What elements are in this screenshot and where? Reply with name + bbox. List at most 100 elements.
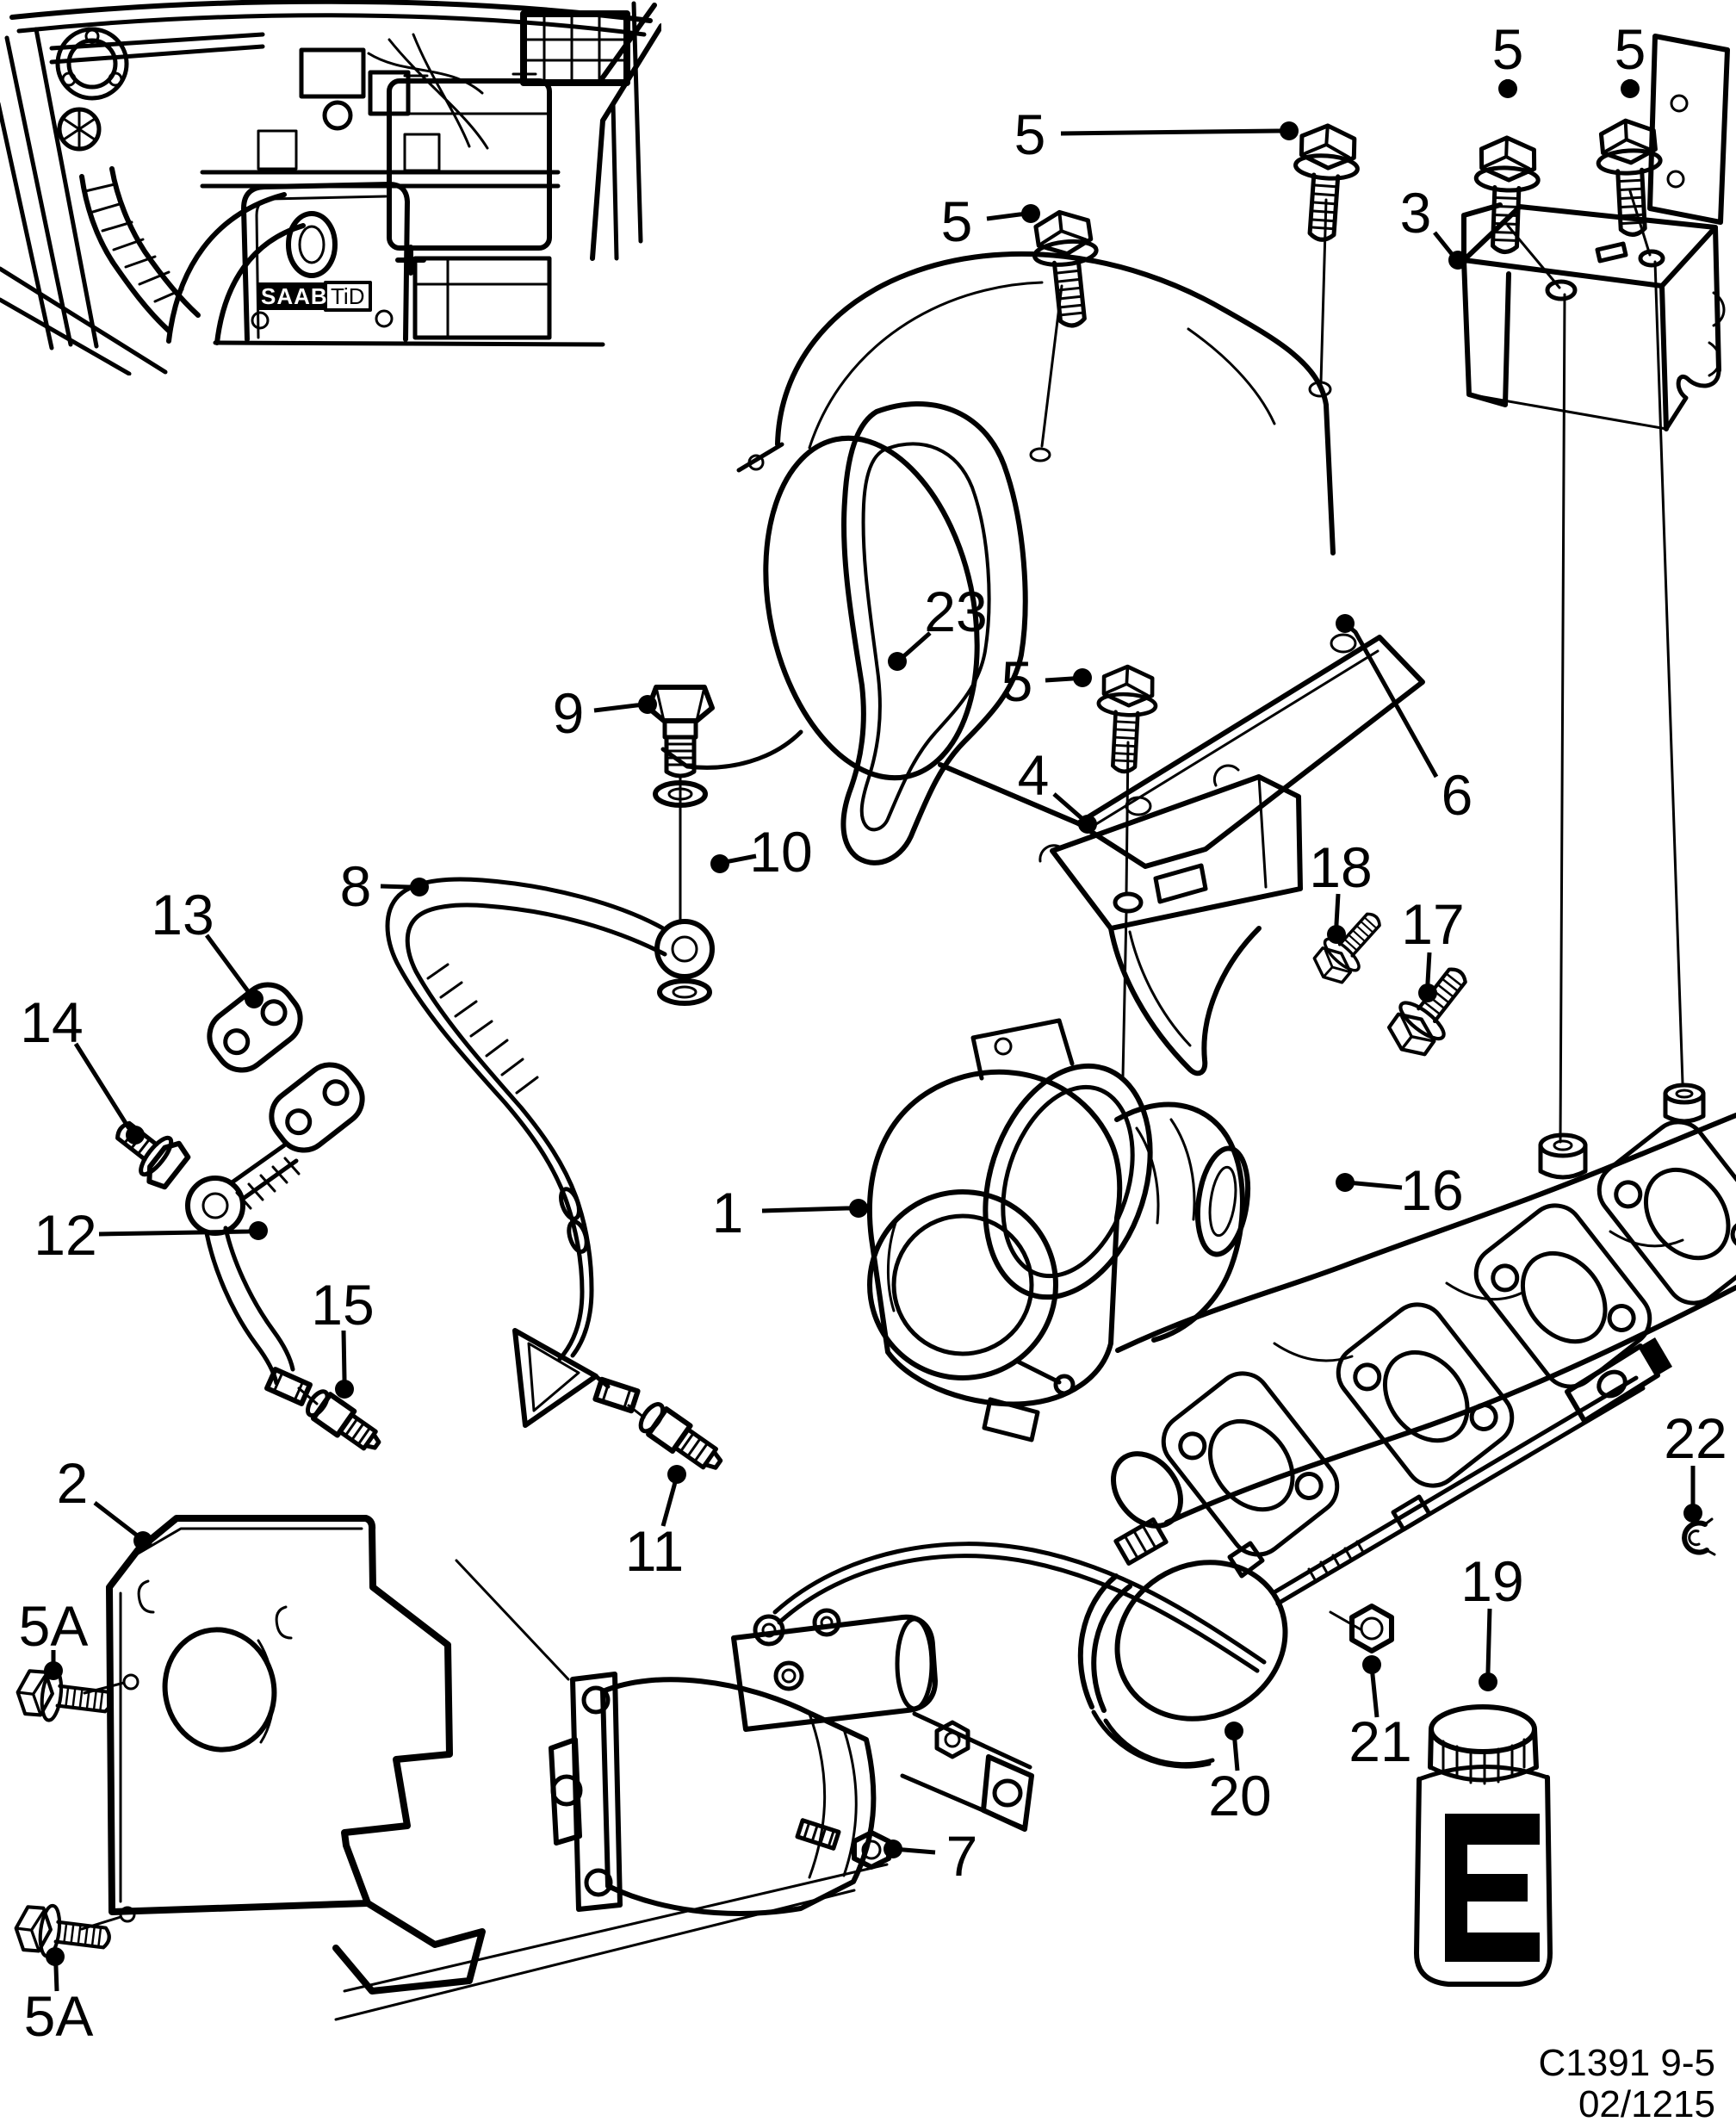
callout-part-21-nut: 21 xyxy=(1348,1655,1412,1773)
callout-part-10-washers: 10 xyxy=(710,820,813,884)
callout-dot xyxy=(410,878,429,896)
callout-part-5a-bolt-top: 5A xyxy=(19,1594,88,1680)
callout-number-8: 8 xyxy=(340,854,372,918)
callout-dot xyxy=(335,1380,354,1399)
callout-number-1: 1 xyxy=(712,1181,744,1244)
badge-brand-text: SAAB xyxy=(261,283,328,309)
callout-number-21: 21 xyxy=(1348,1709,1411,1773)
assembly-guide-lines xyxy=(80,189,1684,2021)
callout-part-17-bolt: 17 xyxy=(1401,892,1465,1002)
callout-dot xyxy=(1336,614,1355,633)
callout-number-5: 5 xyxy=(1001,649,1033,713)
callout-number-15: 15 xyxy=(311,1273,374,1337)
callout-number-3: 3 xyxy=(1400,181,1432,245)
callout-dot xyxy=(126,1126,145,1145)
drawing-code: C1391 9-5 xyxy=(1539,2042,1715,2084)
callout-part-5a-bolt-bottom: 5A xyxy=(24,1947,94,2048)
callout-number-11: 11 xyxy=(625,1519,685,1583)
oil-feed-pipe-8 xyxy=(385,877,715,1428)
callout-part-5-bolt-a: 5 xyxy=(1014,102,1299,166)
callout-dot xyxy=(1362,1655,1381,1674)
callout-dot xyxy=(1498,79,1517,98)
callout-dot xyxy=(1078,815,1097,834)
callout-dot xyxy=(884,1840,902,1858)
callout-part-5-bolt-e: 5 xyxy=(1001,649,1092,713)
canister-19 xyxy=(1414,1704,1553,1987)
callout-part-5-bolt-b: 5 xyxy=(941,189,1040,253)
washers-10 xyxy=(653,780,712,1006)
callout-part-18-bolt: 18 xyxy=(1309,835,1373,944)
callout-part-20-actuator: 20 xyxy=(1208,1722,1272,1827)
callout-part-11-nipple: 11 xyxy=(625,1465,686,1583)
callout-dot xyxy=(1479,1672,1497,1691)
callout-dot xyxy=(44,1661,63,1680)
banjo-bolt-14 xyxy=(115,1120,191,1190)
callout-number-4: 4 xyxy=(1018,743,1050,807)
callout-part-5-bolt-d: 5 xyxy=(1615,17,1646,98)
gasket-23 xyxy=(840,400,1028,865)
engine-cover-badge: SAAB TiD xyxy=(257,281,372,312)
callout-dot xyxy=(1621,79,1640,98)
callout-part-9-banjo-bolt: 9 xyxy=(553,681,657,745)
callout-dot xyxy=(1280,121,1299,140)
callout-number-10: 10 xyxy=(749,820,812,884)
exhaust-manifold-16 xyxy=(1111,1083,1736,1566)
callout-number-5A: 5A xyxy=(24,1984,94,2048)
callout-number-20: 20 xyxy=(1208,1764,1271,1827)
callout-number-6: 6 xyxy=(1442,763,1473,827)
nipple-11 xyxy=(638,1402,723,1470)
callout-part-3-bracket: 3 xyxy=(1400,181,1467,270)
callout-number-23: 23 xyxy=(924,580,987,643)
callout-number-5: 5 xyxy=(1615,17,1646,81)
badge-model-text: TiD xyxy=(331,283,364,309)
bolt-5a-top xyxy=(15,1666,114,1728)
callout-part-22-circlip: 22 xyxy=(1664,1406,1727,1523)
callout-number-2: 2 xyxy=(57,1451,89,1515)
oil-return-pipe-12 xyxy=(185,1143,313,1406)
callout-dot xyxy=(1073,668,1092,687)
callout-dot xyxy=(46,1947,65,1966)
callout-part-1-turbocharger: 1 xyxy=(712,1181,868,1244)
callout-dot xyxy=(249,1221,268,1240)
gaskets-13 xyxy=(207,982,365,1153)
callout-part-15-plug: 15 xyxy=(311,1273,375,1399)
bolt-5-e xyxy=(1095,665,1158,772)
callout-part-13-gaskets: 13 xyxy=(151,883,264,1008)
plug-15 xyxy=(306,1389,381,1451)
callout-dot xyxy=(1021,204,1040,223)
callout-number-16: 16 xyxy=(1400,1158,1463,1222)
callout-part-8-oil-feed-pipe: 8 xyxy=(340,854,429,918)
callout-dot xyxy=(1224,1722,1243,1740)
callout-part-23-gasket: 23 xyxy=(888,580,988,671)
callout-dot xyxy=(1327,925,1346,944)
shield-4 xyxy=(1050,774,1303,1076)
bolt-18 xyxy=(1305,900,1394,993)
callout-dot xyxy=(638,695,657,714)
callout-part-6-heat-shield-upper: 6 xyxy=(1336,614,1472,827)
callout-number-22: 22 xyxy=(1664,1406,1727,1470)
callout-dot xyxy=(133,1531,152,1550)
footer: C1391 9-5 02/1215 xyxy=(1539,2042,1715,2125)
callout-dot xyxy=(667,1465,686,1484)
callout-number-18: 18 xyxy=(1309,835,1372,899)
bolt-5-c xyxy=(1473,137,1540,253)
callout-dot xyxy=(1418,983,1437,1002)
callout-number-19: 19 xyxy=(1460,1549,1523,1613)
callout-dot xyxy=(849,1199,868,1218)
turbocharger-1 xyxy=(866,1018,1251,1442)
callout-dot xyxy=(1448,251,1467,270)
callout-dot xyxy=(245,990,264,1008)
nut-21 xyxy=(1349,1604,1394,1653)
callout-number-9: 9 xyxy=(553,681,585,745)
heat-shield-lower xyxy=(106,1515,486,1995)
bolt-5-b xyxy=(1030,208,1103,328)
callout-dot xyxy=(1683,1504,1702,1523)
callout-part-7-nut: 7 xyxy=(884,1824,977,1888)
callout-number-5: 5 xyxy=(941,189,973,253)
callout-dot xyxy=(710,854,729,873)
callout-number-13: 13 xyxy=(151,883,214,946)
callout-part-14-banjo-bolt: 14 xyxy=(20,990,145,1145)
wastegate-rod xyxy=(1270,1337,1672,1606)
